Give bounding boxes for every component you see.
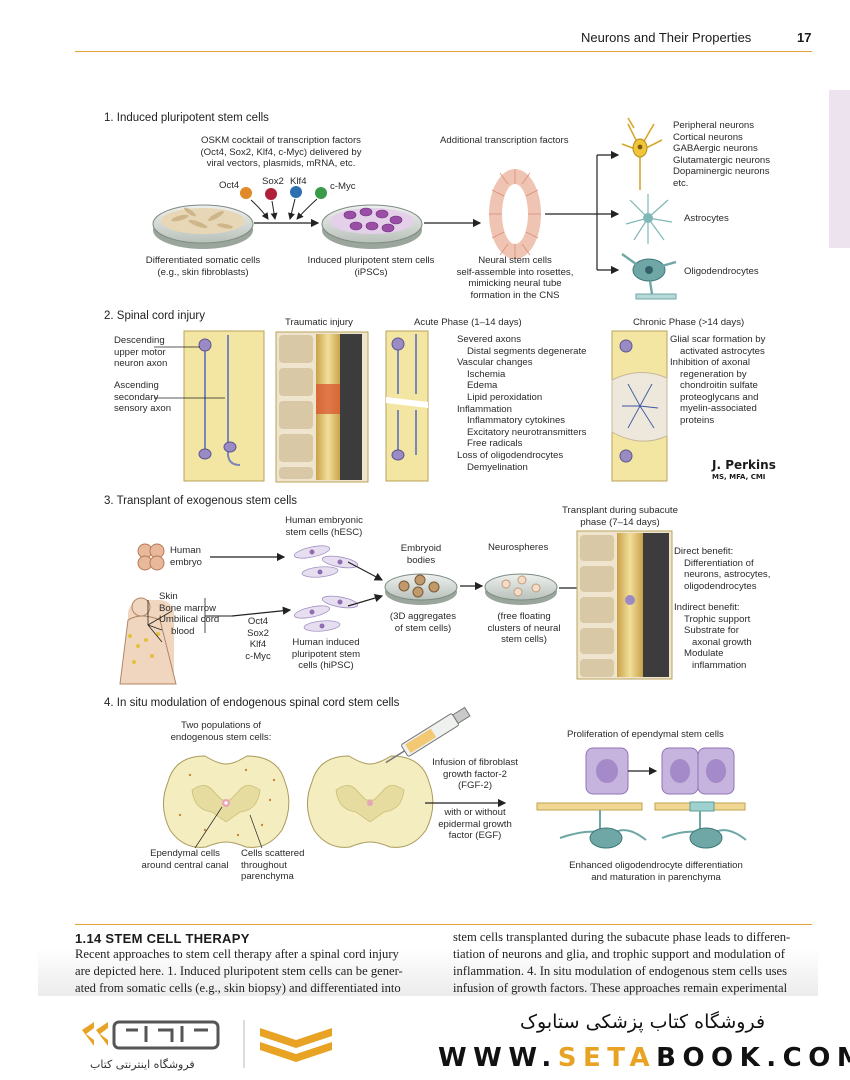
header-rule <box>75 51 812 52</box>
additional-factors: Additional transcription factors <box>440 135 569 146</box>
oskm-description: OSKM cocktail of transcription factors(O… <box>200 135 362 169</box>
section2-title: 2. Spinal cord injury <box>104 310 205 322</box>
illustrator-credentials: MS, MFA, CMI <box>712 473 766 481</box>
section2-graphics <box>154 330 668 483</box>
direct-benefit-list: Direct benefit: Differentiation of neuro… <box>674 546 771 592</box>
chapter-tab <box>829 90 850 248</box>
proliferation-label: Proliferation of ependymal stem cells <box>567 729 724 740</box>
acute-phase-label: Acute Phase (1–14 days) <box>414 317 522 328</box>
section3-title: 3. Transplant of exogenous stem cells <box>104 495 298 507</box>
somatic-cells-label: Differentiated somatic cells(e.g., skin … <box>145 255 261 278</box>
ipsc-label: Induced pluripotent stem cells(iPSCs) <box>307 255 435 278</box>
caption-rule <box>75 924 812 925</box>
factor-sox2: Sox2 <box>262 176 284 187</box>
factor-klf4: Klf4 <box>290 176 307 187</box>
neurospheres-label: Neurospheres <box>488 542 549 553</box>
section1-title: 1. Induced pluripotent stem cells <box>104 112 269 124</box>
page-number: 17 <box>797 30 812 45</box>
chronic-phase-label: Chronic Phase (>14 days) <box>633 317 745 328</box>
acute-phase-list: Severed axons Distal segments degenerate… <box>457 334 587 473</box>
caption-background <box>38 948 818 996</box>
section3-graphics <box>119 530 673 685</box>
factor-c-myc: c-Myc <box>330 181 356 192</box>
chronic-phase-list: Glial scar formation by activated astroc… <box>670 334 766 426</box>
caption-right-column: stem cells transplanted during the subac… <box>453 930 791 995</box>
factor-oct4: Oct4 <box>219 180 240 191</box>
store-name: فروشگاه کتاب پزشکی ستابوک <box>520 1011 766 1033</box>
astrocytes-label: Astrocytes <box>684 213 729 224</box>
section1-graphics <box>152 117 677 300</box>
section4-graphics <box>163 706 747 849</box>
store-logo <box>82 1020 332 1068</box>
caption-title: 1.14 STEM CELL THERAPY <box>75 931 250 946</box>
oligodendrocytes-label: Oligodendrocytes <box>684 266 759 277</box>
store-banner <box>0 996 850 1080</box>
logo-caption: فروشگاه اینترنتی کتاب <box>90 1058 195 1071</box>
section4-title: 4. In situ modulation of endogenous spin… <box>104 697 400 709</box>
store-url[interactable]: WWW.SETABOOK.COM <box>438 1043 850 1073</box>
running-title: Neurons and Their Properties <box>581 30 752 45</box>
traumatic-injury-label: Traumatic injury <box>285 317 353 328</box>
figure-illustration <box>119 117 747 849</box>
illustrator-signature: J. Perkins <box>712 458 776 472</box>
caption-left-column: Recent approaches to stem cell therapy a… <box>75 947 403 995</box>
enhanced-differentiation-label: Enhanced oligodendrocyte differentiation… <box>569 860 743 883</box>
indirect-benefit-list: Indirect benefit: Trophic support Substr… <box>674 602 752 671</box>
